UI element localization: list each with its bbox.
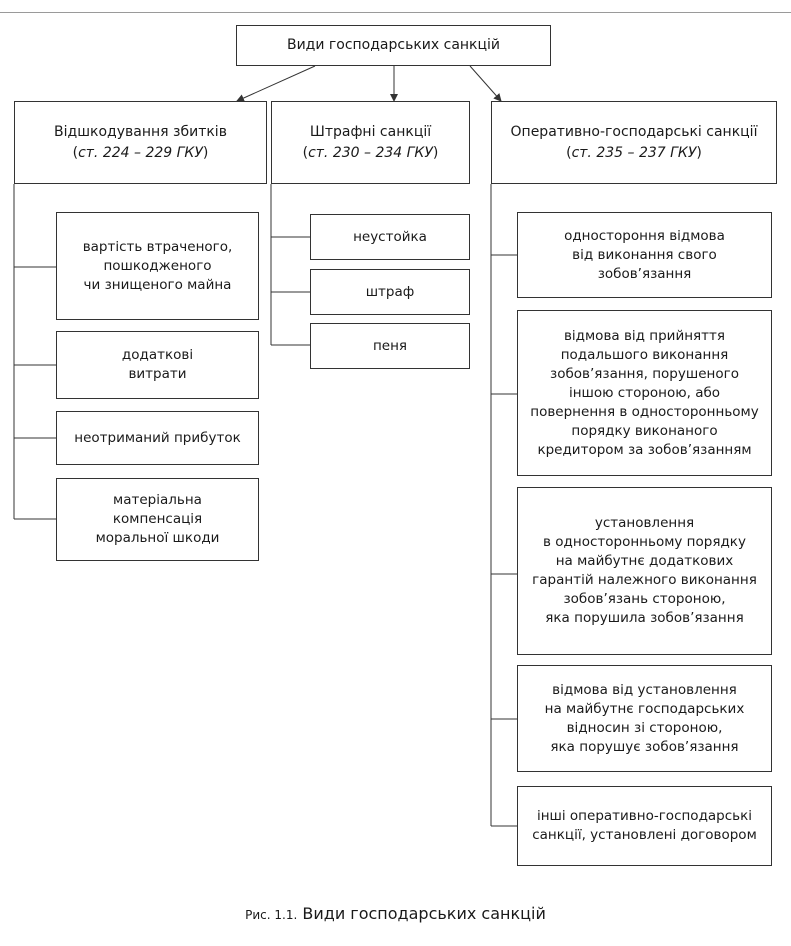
root-node: Види господарських санкцій: [236, 25, 551, 66]
column-reference: (ст. 230 – 234 ГКУ): [302, 144, 439, 161]
list-item: додаткові витрати: [56, 331, 259, 399]
column-title: Штрафні санкції: [309, 123, 432, 140]
list-item: установлення в односторонньому порядку н…: [517, 487, 772, 655]
list-item: неотриманий прибуток: [56, 411, 259, 465]
column-reference: (ст. 224 – 229 ГКУ): [72, 144, 209, 161]
list-item: штраф: [310, 269, 470, 315]
column-header-penalties: Штрафні санкції (ст. 230 – 234 ГКУ): [271, 101, 470, 184]
list-item: одностороння відмова від виконання свого…: [517, 212, 772, 298]
list-item: пеня: [310, 323, 470, 369]
column-reference: (ст. 235 – 237 ГКУ): [566, 144, 702, 161]
caption-prefix: Рис. 1.1.: [245, 908, 298, 922]
list-item: інші оперативно-господарські санкції, ус…: [517, 786, 772, 866]
figure-caption: Рис. 1.1. Види господарських санкцій: [0, 904, 791, 923]
column-header-damages: Відшкодування збитків (ст. 224 – 229 ГКУ…: [14, 101, 267, 184]
column-title: Оперативно-господарські санкції: [510, 123, 758, 140]
column-header-operational: Оперативно-господарські санкції (ст. 235…: [491, 101, 777, 184]
caption-text: Види господарських санкцій: [302, 904, 546, 923]
list-item: відмова від прийняття подальшого виконан…: [517, 310, 772, 476]
list-item: матеріальна компенсація моральної шкоди: [56, 478, 259, 561]
list-item: вартість втраченого, пошкодженого чи зни…: [56, 212, 259, 320]
arrow-to-column-3: [469, 65, 502, 102]
column-title: Відшкодування збитків: [54, 123, 227, 140]
list-item: відмова від установлення на майбутнє гос…: [517, 665, 772, 772]
top-rule: [0, 12, 791, 13]
root-title: Види господарських санкцій: [286, 37, 501, 53]
list-item: неустойка: [310, 214, 470, 260]
arrow-to-column-1: [236, 65, 316, 102]
